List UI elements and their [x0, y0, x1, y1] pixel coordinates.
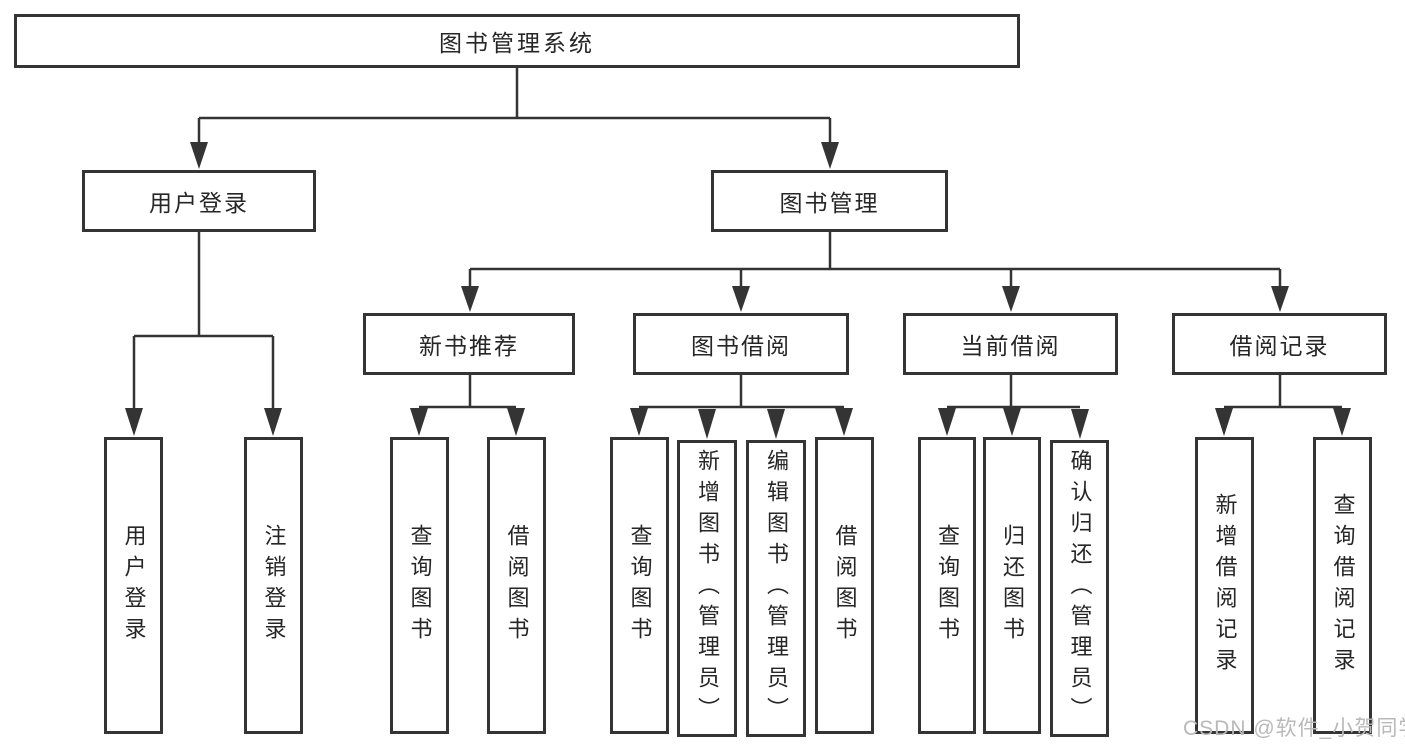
node-new-book-recommendation-label: 新书推荐 [419, 333, 519, 359]
node-book-management-label: 图书管理 [779, 190, 880, 216]
leaf-borrow-books-recommend: 借阅图书 [487, 437, 546, 734]
leaf-query-books-borrow-label: 查询图书 [627, 523, 653, 648]
leaf-query-books-current-label: 查询图书 [935, 523, 960, 648]
leaf-query-books-recommend-label: 查询图书 [407, 523, 433, 648]
leaf-edit-books-admin-label: 编辑图书（管理员） [764, 449, 789, 728]
leaf-query-borrow-record-label: 查询借阅记录 [1330, 492, 1356, 679]
leaf-borrow-books-recommend-label: 借阅图书 [504, 523, 530, 648]
leaf-borrow-books-label: 借阅图书 [832, 523, 858, 648]
leaf-confirm-return-admin-label: 确认归还（管理员） [1067, 449, 1093, 728]
leaf-return-books-label: 归还图书 [1000, 523, 1025, 648]
leaf-query-books-borrow: 查询图书 [610, 437, 669, 734]
leaf-logout-login-label: 注销登录 [261, 523, 287, 648]
leaf-query-books-current: 查询图书 [918, 437, 976, 734]
csdn-watermark: CSDN @软件_小贺同学 [1183, 717, 1405, 740]
leaf-query-borrow-record: 查询借阅记录 [1313, 437, 1372, 734]
leaf-borrow-books: 借阅图书 [815, 437, 874, 734]
node-book-borrowing: 图书借阅 [633, 313, 849, 375]
node-user-login: 用户登录 [82, 170, 316, 232]
node-book-management: 图书管理 [711, 170, 948, 232]
leaf-logout-login: 注销登录 [244, 437, 303, 734]
node-user-login-label: 用户登录 [149, 190, 249, 216]
leaf-add-borrow-record-label: 新增借阅记录 [1212, 492, 1238, 679]
leaf-add-books-admin-label: 新增图书（管理员） [695, 449, 720, 728]
node-current-borrowing: 当前借阅 [903, 313, 1118, 375]
node-borrowing-records: 借阅记录 [1172, 313, 1387, 375]
node-library-system-label: 图书管理系统 [439, 30, 595, 56]
leaf-edit-books-admin: 编辑图书（管理员） [746, 440, 806, 737]
node-new-book-recommendation: 新书推荐 [363, 313, 575, 375]
node-book-borrowing-label: 图书借阅 [691, 333, 791, 359]
node-current-borrowing-label: 当前借阅 [960, 333, 1061, 359]
leaf-add-books-admin: 新增图书（管理员） [677, 440, 737, 737]
leaf-user-login: 用户登录 [104, 437, 163, 734]
leaf-return-books: 归还图书 [983, 437, 1041, 734]
leaf-confirm-return-admin: 确认归还（管理员） [1050, 440, 1109, 737]
leaf-user-login-label: 用户登录 [121, 523, 147, 648]
leaf-query-books-recommend: 查询图书 [390, 437, 449, 734]
node-borrowing-records-label: 借阅记录 [1229, 333, 1330, 359]
leaf-add-borrow-record: 新增借阅记录 [1195, 437, 1254, 734]
node-library-system: 图书管理系统 [14, 14, 1020, 68]
